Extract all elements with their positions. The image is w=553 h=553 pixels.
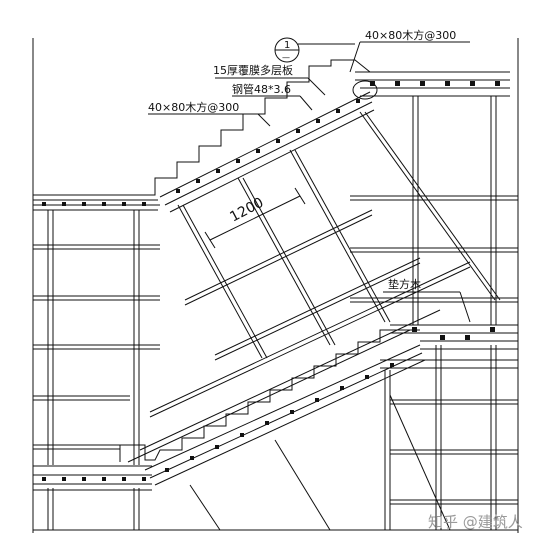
lower-timber-joists [165, 363, 394, 472]
landing-edge-joint [352, 80, 378, 100]
left-landing-joists [42, 202, 146, 206]
annotation-steel-pipe: 钢管48*3.6 [232, 82, 291, 96]
drawing-frame [32, 38, 519, 533]
middle-right-joists [412, 327, 495, 340]
upper-landing-formwork [355, 71, 510, 97]
lower-left-joists [42, 477, 146, 481]
dimension-line-1200 [204, 187, 306, 249]
annotation-multilayer-board: 15厚覆膜多层板 [213, 63, 293, 77]
section-marker-bottom: — [282, 53, 290, 62]
vertical-steel-poles [47, 96, 497, 530]
lower-left-landing [33, 465, 152, 491]
dimension-1200-label: 1200 [227, 195, 266, 226]
inclined-steel-tubes [177, 111, 501, 531]
annotation-pad-timber: 垫方木 [388, 277, 421, 291]
horizontal-ledgers [33, 195, 518, 505]
section-marker-number: 1 [284, 40, 290, 51]
upper-timber-joists [176, 99, 360, 193]
lower-stair-steps [119, 329, 420, 462]
annotation-timber-top-right: 40×80木方@300 [365, 28, 456, 42]
middle-right-landing [380, 324, 518, 369]
section-marker: 1 — [274, 37, 300, 63]
leader-lines [148, 41, 471, 323]
lower-slab-formwork [127, 329, 426, 486]
upper-stair-steps [33, 59, 371, 206]
upper-slab-formwork [159, 91, 375, 213]
left-landing-formwork [33, 199, 158, 211]
cross-members [139, 209, 471, 451]
watermark-text: 知乎 @建筑人 [428, 513, 523, 531]
annotation-timber-left: 40×80木方@300 [148, 100, 239, 114]
upper-landing-joists [370, 81, 500, 86]
